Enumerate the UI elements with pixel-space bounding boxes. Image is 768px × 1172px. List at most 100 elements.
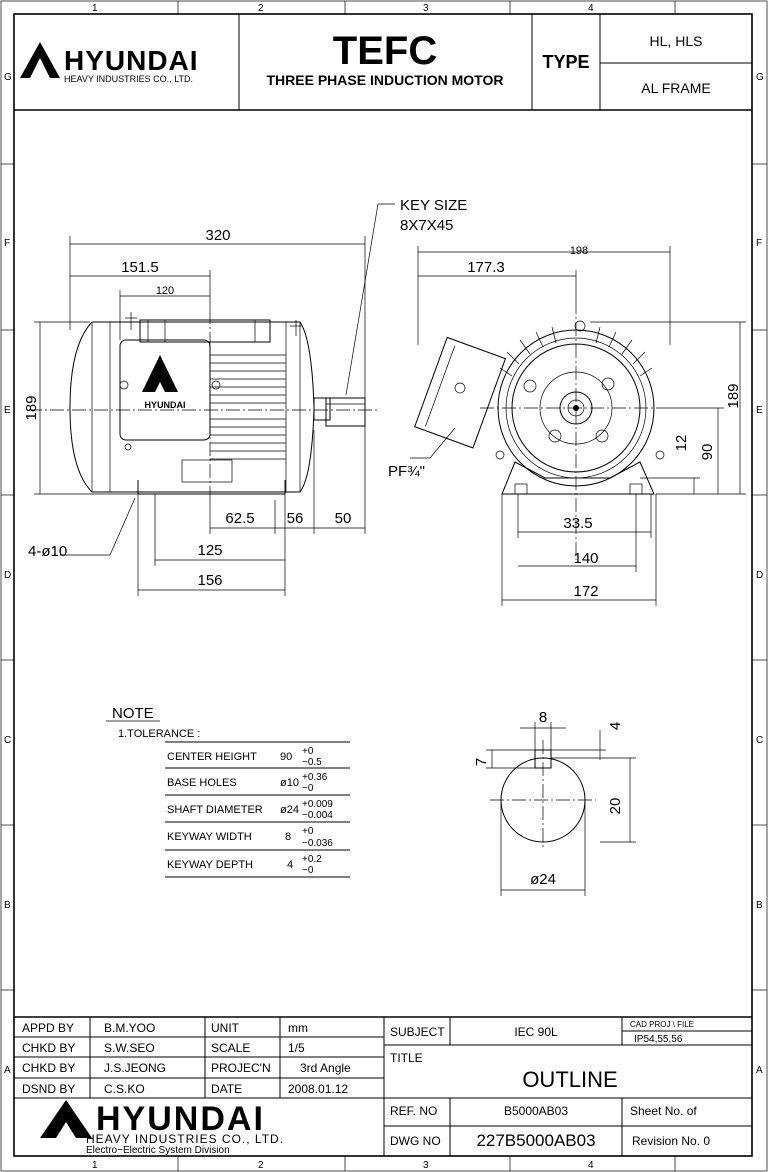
chkd1-label: CHKD BY <box>22 1041 75 1055</box>
zone-row-f: F <box>4 238 10 249</box>
zone-row-d-right: D <box>756 570 763 581</box>
zone-col-3-bottom: 3 <box>423 1160 429 1171</box>
dsnd-value: C.S.KO <box>104 1082 145 1096</box>
tol-nominal: 90 <box>280 751 292 763</box>
chkd2-value: J.S.JEONG <box>104 1061 166 1075</box>
side-view: HYUNDAI 320 151.5 120 189 KEY SIZE <box>23 197 467 596</box>
dim-shaft-height: 20 <box>607 798 624 815</box>
header-subtitle: THREE PHASE INDUCTION MOTOR <box>267 72 504 88</box>
sheet-label: Sheet No. of <box>630 1104 697 1118</box>
dim-width-177-3: 177.3 <box>467 259 505 276</box>
end-view: 198 177.3 189 12 90 33.5 140 172 PF¾" <box>388 245 746 606</box>
dim-125: 125 <box>197 542 222 559</box>
chkd1-value: S.W.SEO <box>104 1041 155 1055</box>
tol-upper: +0 <box>302 746 314 757</box>
dwg-value: 227B5000AB03 <box>476 1131 595 1150</box>
inner-border <box>13 13 753 1157</box>
cad-value: IP54,55,56 <box>634 1034 683 1045</box>
zone-col-1: 1 <box>92 3 98 14</box>
zone-row-g-right: G <box>756 72 764 83</box>
projection-label: PROJEC'N <box>211 1061 271 1075</box>
tol-upper: +0.36 <box>302 772 328 783</box>
dim-90: 90 <box>699 444 716 461</box>
header-title: TEFC <box>333 29 437 73</box>
tolerance-row: BASE HOLES ø10 +0.36 −0 <box>167 772 328 794</box>
chkd2-label: CHKD BY <box>22 1061 75 1075</box>
drawing-title: OUTLINE <box>522 1067 617 1092</box>
tolerance-row: KEYWAY DEPTH 4 +0.2 −0 <box>167 854 322 876</box>
tol-upper: +0 <box>302 826 314 837</box>
tol-name: KEYWAY DEPTH <box>167 859 253 871</box>
ref-label: REF. NO <box>390 1104 437 1118</box>
zone-row-c: C <box>4 735 11 746</box>
scale-label: SCALE <box>211 1041 250 1055</box>
header-type-value-2: AL FRAME <box>641 80 711 96</box>
nameplate-brand: HYUNDAI <box>144 400 185 410</box>
unit-label: UNIT <box>211 1021 240 1035</box>
footer-company: HEAVY INDUSTRIES CO., LTD. <box>86 1132 284 1146</box>
dim-terminal-box: 120 <box>156 285 174 297</box>
tol-nominal: ø10 <box>280 777 299 789</box>
zone-row-b-right: B <box>756 900 763 911</box>
end-fins <box>499 326 653 377</box>
title-label: TITLE <box>390 1051 423 1065</box>
end-feet <box>501 461 655 495</box>
zone-row-b: B <box>4 900 11 911</box>
zone-col-4-bottom: 4 <box>588 1160 594 1171</box>
tolerance-row: KEYWAY WIDTH 8 +0 −0.036 <box>167 826 333 849</box>
conduit-size: PF¾" <box>388 463 425 480</box>
zone-row-a: A <box>4 1065 11 1076</box>
tol-lower: −0.036 <box>302 838 333 849</box>
dim-62-5: 62.5 <box>225 510 254 527</box>
tol-name: CENTER HEIGHT <box>167 751 257 763</box>
header-brand: HYUNDAI <box>64 45 199 76</box>
zone-col-1-bottom: 1 <box>92 1160 98 1171</box>
dim-172: 172 <box>573 583 598 600</box>
tolerance-row: SHAFT DIAMETER ø24 +0.009 −0.004 <box>167 799 333 821</box>
tol-name: SHAFT DIAMETER <box>167 804 263 816</box>
zone-col-3: 3 <box>423 3 429 14</box>
tolerance-row: CENTER HEIGHT 90 +0 −0.5 <box>167 746 322 768</box>
note-tolerance-label: 1.TOLERANCE : <box>118 728 200 740</box>
dim-length-total: 320 <box>205 227 230 244</box>
ref-value: B5000AB03 <box>504 1104 568 1118</box>
cooling-fins <box>210 354 286 460</box>
date-value: 2008.01.12 <box>288 1082 348 1096</box>
dim-height-189: 189 <box>725 383 742 408</box>
footer-division: Electro−Electric System Division <box>86 1145 230 1156</box>
dim-key-width: 8 <box>539 709 547 726</box>
zone-labels: 1 2 3 4 1 2 3 4 G F E D C B A G F E D C … <box>4 3 764 1171</box>
dim-33-5: 33.5 <box>563 515 592 532</box>
zone-row-f-right: F <box>756 238 762 249</box>
footer-brand: HYUNDAI <box>96 1100 265 1138</box>
dim-height-total: 189 <box>23 395 40 420</box>
header-company: HEAVY INDUSTRIES CO., LTD. <box>64 74 193 84</box>
key-size-value: 8X7X45 <box>400 217 453 234</box>
motor-body <box>69 321 315 493</box>
motor-shaft <box>325 397 366 427</box>
dwg-label: DWG NO <box>390 1134 441 1148</box>
dim-holes: 4-ø10 <box>28 543 67 560</box>
dim-width-198: 198 <box>570 245 588 257</box>
header: HYUNDAI HEAVY INDUSTRIES CO., LTD. TEFC … <box>14 14 752 111</box>
tol-name: KEYWAY WIDTH <box>167 831 252 843</box>
zone-col-2-bottom: 2 <box>258 1160 264 1171</box>
subject-value: IEC 90L <box>514 1025 558 1039</box>
zone-row-a-right: A <box>756 1065 763 1076</box>
motor-feet <box>137 480 286 495</box>
tol-name: BASE HOLES <box>167 777 237 789</box>
shaft-detail: 8 4 7 20 ø24 <box>473 709 636 896</box>
zone-row-e: E <box>4 405 11 416</box>
scale-value: 1/5 <box>288 1041 305 1055</box>
unit-value: mm <box>288 1021 308 1035</box>
header-type-label: TYPE <box>542 52 589 72</box>
header-type-value-1: HL, HLS <box>650 33 703 49</box>
key-size-label: KEY SIZE <box>400 197 467 214</box>
tol-lower: −0 <box>302 865 314 876</box>
dim-shaft-dia: ø24 <box>530 871 556 888</box>
cad-label: CAD PROJ \ FILE <box>630 1020 694 1029</box>
zone-row-g: G <box>4 72 12 83</box>
dsnd-label: DSND BY <box>22 1082 75 1096</box>
tol-lower: −0.5 <box>302 757 322 768</box>
